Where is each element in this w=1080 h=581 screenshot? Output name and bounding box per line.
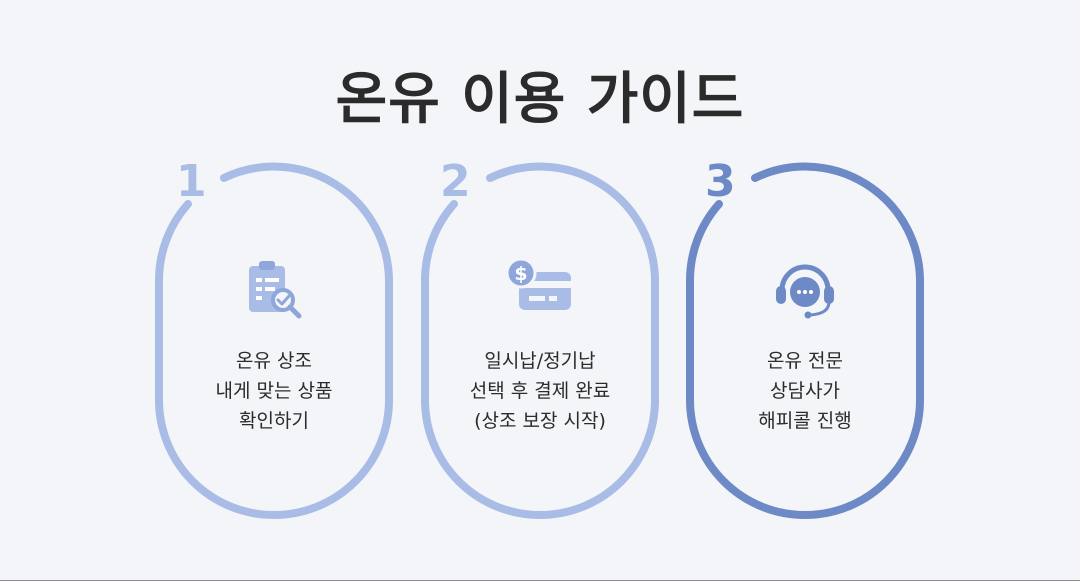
step-1-label: 온유 상조 내게 맞는 상품 확인하기 (154, 346, 394, 436)
step-2-frame (421, 162, 659, 519)
step-1-frame (155, 162, 393, 519)
step-2-line-2: 선택 후 결제 완료 (469, 380, 611, 402)
step-1-line-1: 온유 상조 (236, 350, 312, 372)
step-1-line-3: 확인하기 (239, 410, 309, 432)
step-2-line-1: 일시납/정기납 (484, 350, 596, 372)
clipboard-search-icon (239, 256, 309, 326)
step-3-line-2: 상담사가 (770, 380, 840, 402)
step-2-line-3: (상조 보장 시작) (474, 410, 606, 432)
page-title: 온유 이용 가이드 (335, 67, 745, 132)
step-2-label: 일시납/정기납 선택 후 결제 완료 (상조 보장 시작) (420, 346, 660, 436)
step-card-3: 3 온유 전문 상담사가 해피콜 진행 (685, 160, 955, 540)
step-3-line-3: 해피콜 진행 (758, 410, 852, 432)
headset-chat-icon (770, 256, 840, 326)
svg-text:$: $ (514, 263, 527, 285)
step-1-line-2: 내게 맞는 상품 (215, 380, 333, 402)
step-3-frame (686, 162, 924, 519)
step-3-number: 3 (705, 156, 736, 207)
step-2-number: 2 (440, 156, 471, 207)
step-card-2: 2 $ 일시납/정기납 선택 후 결제 완료 (상조 보장 시작) (420, 160, 690, 540)
step-3-line-1: 온유 전문 (767, 350, 843, 372)
step-3-label: 온유 전문 상담사가 해피콜 진행 (685, 346, 925, 436)
step-card-1: 1 온유 상조 내게 맞는 상품 확인하기 (154, 160, 424, 540)
payment-card-icon: $ (505, 256, 575, 326)
step-1-number: 1 (176, 156, 207, 207)
